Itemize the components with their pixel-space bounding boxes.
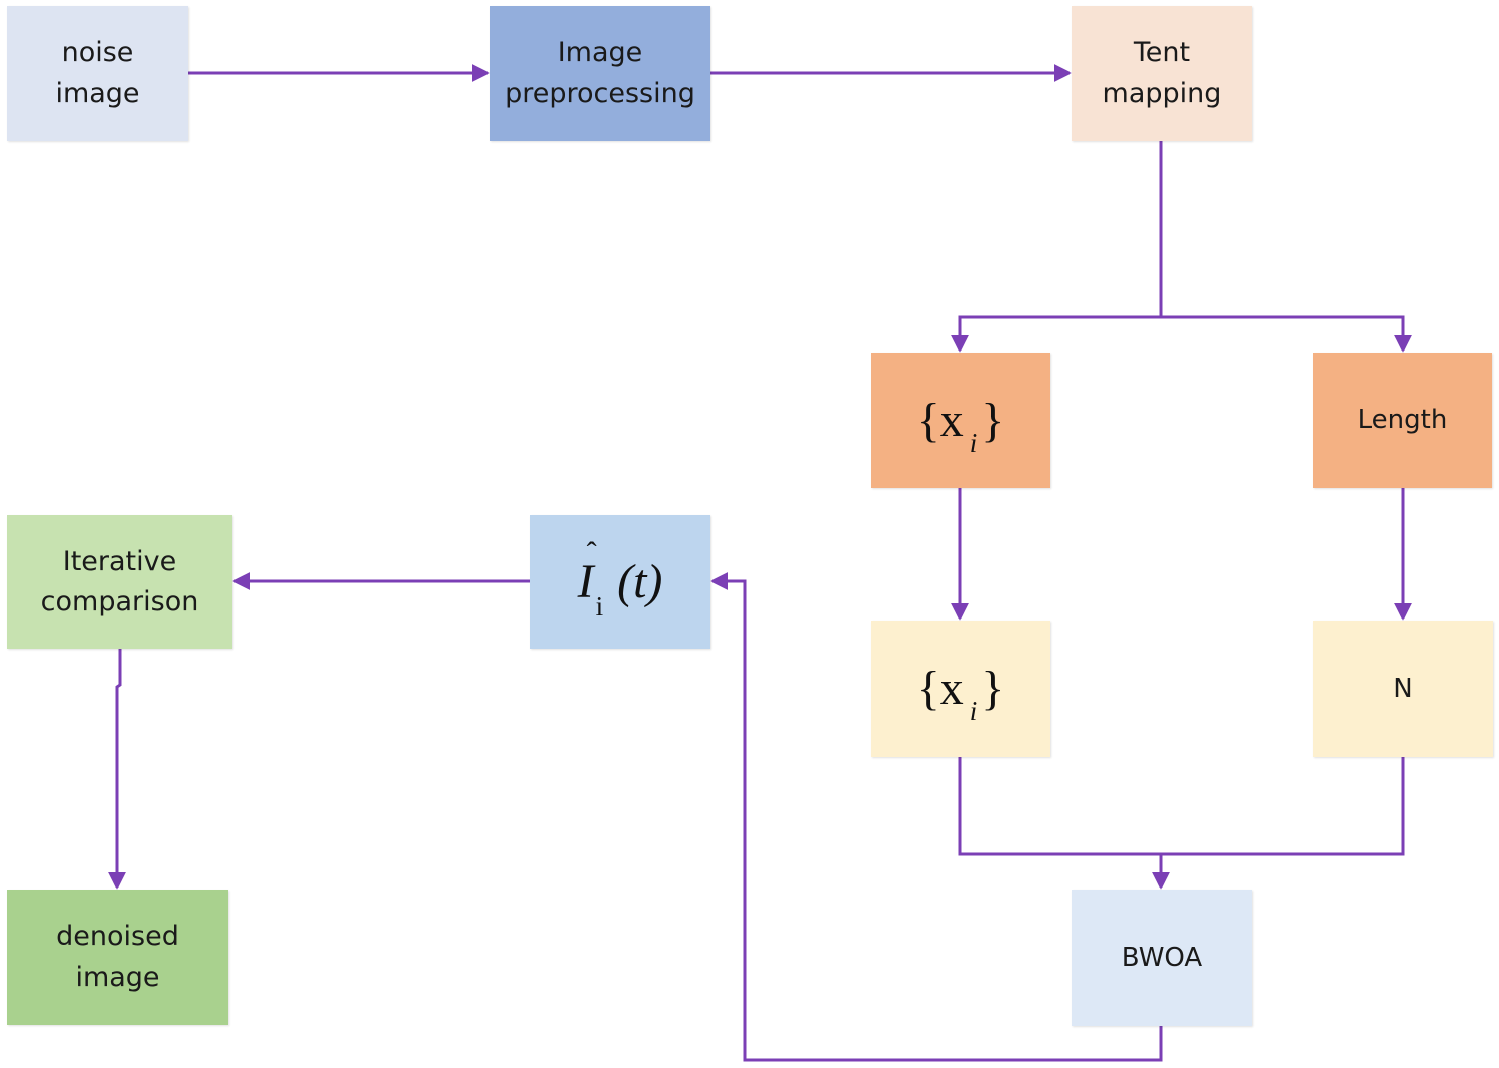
node-noise-image: noise image: [7, 6, 188, 141]
node-noise-image-line-2: image: [55, 77, 140, 109]
i-hat-variable: I: [577, 555, 594, 608]
node-image-preprocessing: Image preprocessing: [490, 6, 710, 141]
node-tent-mapping-line-2: mapping: [1102, 77, 1222, 109]
node-tent-mapping: Tent mapping: [1072, 6, 1252, 141]
xi-top-subscript: i: [969, 427, 978, 458]
i-hat-accent: ˆ: [586, 536, 597, 569]
node-bwoa: BWOA: [1072, 890, 1252, 1026]
xi-bottom-open-brace: {: [916, 662, 940, 715]
node-image-preprocessing-line-1: Image: [557, 37, 643, 68]
xi-bottom-subscript: i: [969, 696, 978, 726]
node-tent-mapping-line-1: Tent: [1133, 37, 1191, 68]
xi-bottom-close-brace: }: [981, 662, 1005, 715]
node-image-preprocessing-line-2: preprocessing: [505, 77, 695, 109]
xi-top-close-brace: }: [981, 393, 1005, 447]
i-hat-subscript: i: [595, 591, 604, 621]
node-iterative-comparison-line-1: Iterative: [62, 545, 177, 577]
node-iterative-comparison: Iterative comparison: [7, 515, 232, 649]
node-denoised-image-line-2: image: [75, 961, 160, 993]
arrow-bwoa-to-i-hat: [710, 572, 1163, 1062]
node-iterative-comparison-line-2: comparison: [40, 586, 199, 617]
node-denoised-image-line-1: denoised: [56, 921, 179, 952]
node-length: Length: [1313, 353, 1492, 488]
node-denoised-image: denoised image: [7, 890, 228, 1025]
arrow-split-to-xi-top: [951, 315, 1161, 353]
arrow-comparison-to-denoised: [108, 649, 126, 890]
line-xi-bottom-to-merge: [958, 757, 1405, 856]
i-hat-argument: (t): [617, 555, 663, 608]
xi-top-open-brace: {: [916, 393, 940, 447]
node-n: N: [1313, 621, 1493, 757]
xi-bottom-variable: x: [939, 662, 964, 715]
arrow-split-to-length: [1161, 315, 1412, 353]
node-bwoa-label: BWOA: [1121, 942, 1203, 973]
node-length-label: Length: [1357, 405, 1448, 435]
xi-top-variable: x: [939, 393, 964, 447]
node-n-label: N: [1393, 673, 1413, 704]
node-noise-image-line-1: noise: [61, 37, 134, 68]
